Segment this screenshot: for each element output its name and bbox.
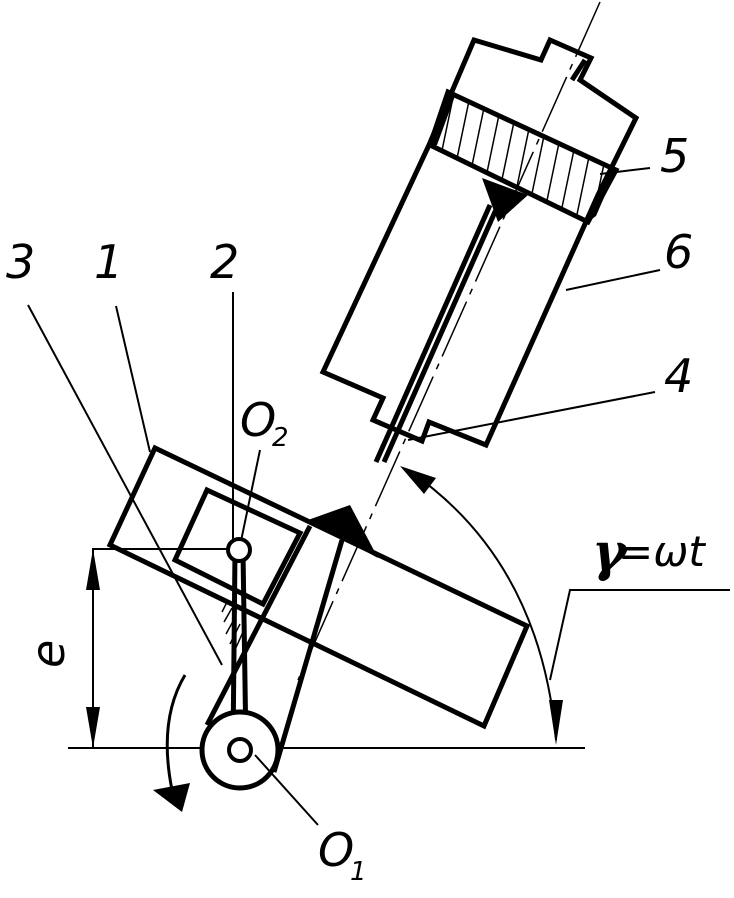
label-o1: O xyxy=(318,823,354,877)
label-part-2: 2 xyxy=(210,235,239,289)
cylinder-centerline xyxy=(297,1,601,681)
eccentricity-dimension xyxy=(86,549,100,748)
cylinder-body xyxy=(319,36,640,449)
pivot-o1-inner xyxy=(227,737,253,763)
rocker-arm xyxy=(106,444,531,730)
rod-joint xyxy=(308,505,378,558)
label-o1-subscript: 1 xyxy=(350,857,367,887)
label-part-5: 5 xyxy=(660,129,689,183)
label-part-3: 3 xyxy=(6,235,35,289)
label-part-1: 1 xyxy=(94,235,123,289)
rotation-arrow-icon xyxy=(153,674,190,812)
label-angle-equation: =ωt xyxy=(618,527,706,576)
pivot-o2 xyxy=(226,537,252,563)
label-o2-subscript: 2 xyxy=(272,423,289,453)
cylinder-port xyxy=(569,58,588,82)
piston xyxy=(426,88,620,226)
piston-rod xyxy=(373,178,528,464)
label-gamma: γ xyxy=(592,522,629,583)
angle-arc xyxy=(400,466,563,745)
label-part-6: 6 xyxy=(664,225,693,279)
label-part-4: 4 xyxy=(664,349,693,403)
leader-lines xyxy=(27,167,730,826)
label-eccentricity: e xyxy=(21,640,75,668)
slider-block xyxy=(171,486,304,608)
label-o2: O xyxy=(240,393,276,447)
